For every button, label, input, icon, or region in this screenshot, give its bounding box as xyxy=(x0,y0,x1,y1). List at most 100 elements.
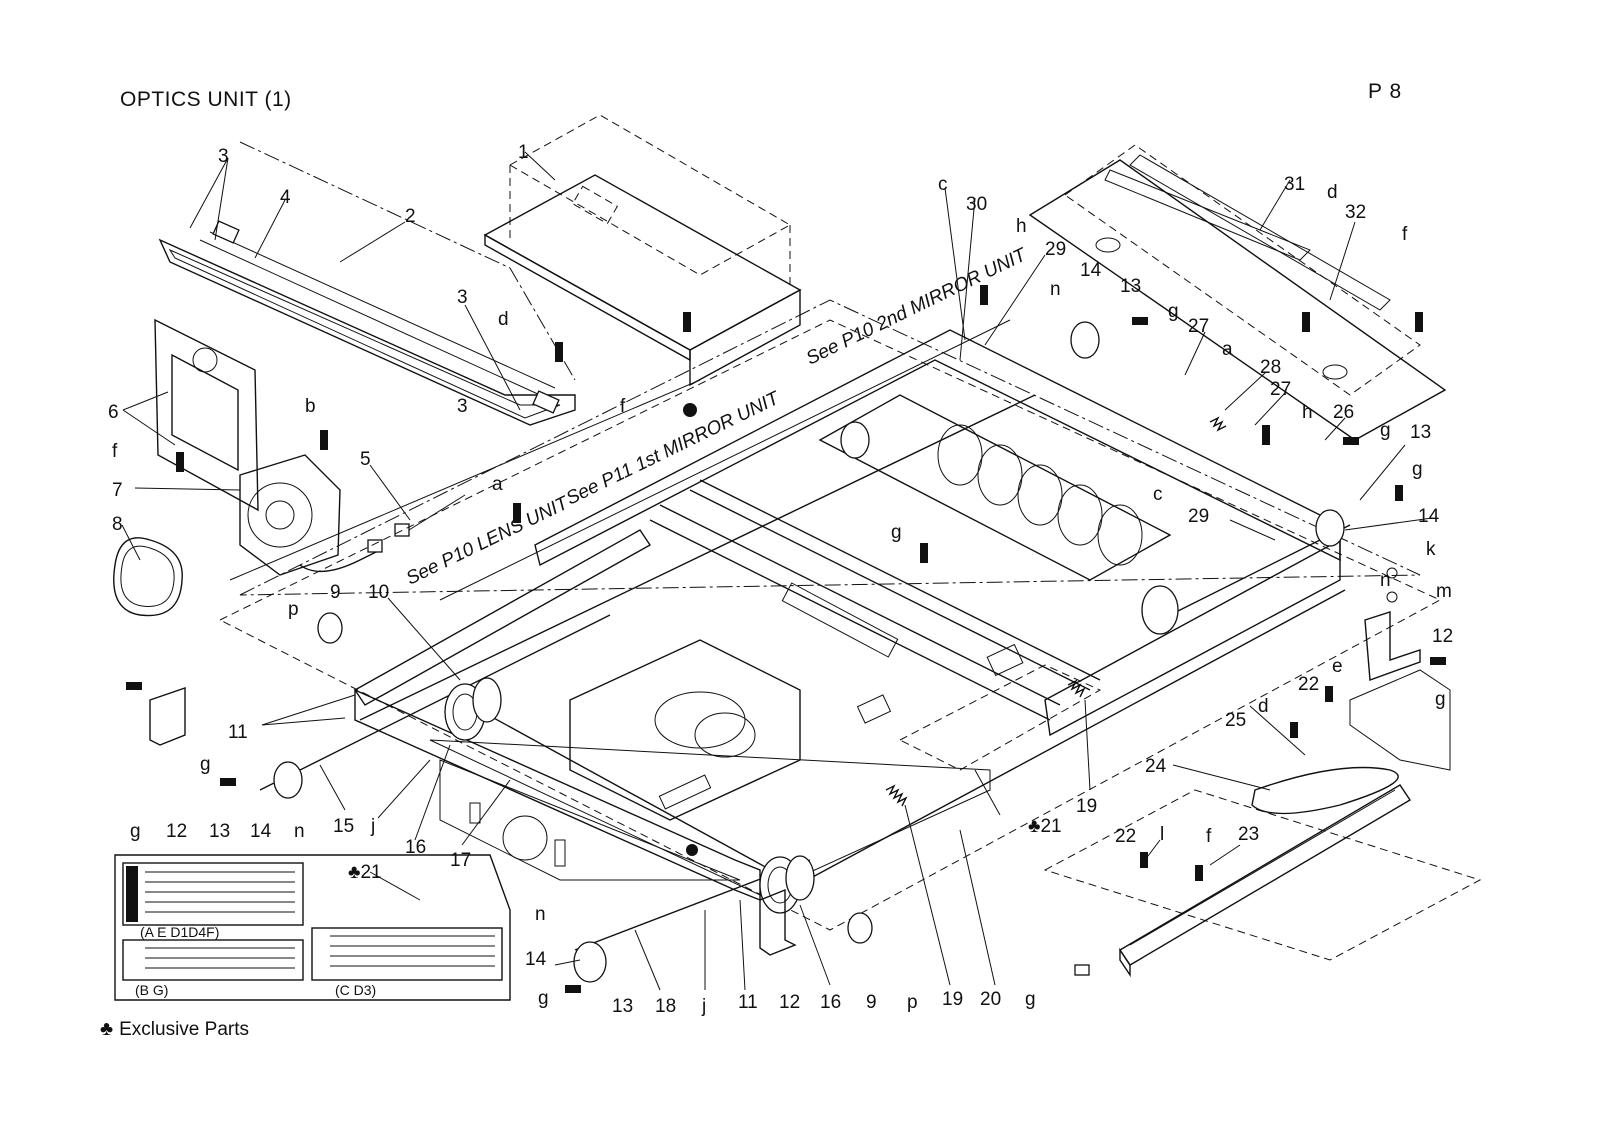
callout-31: 31 xyxy=(1284,174,1305,195)
callout-g: g xyxy=(1412,459,1423,480)
pulleys xyxy=(273,321,1345,983)
callout-g: g xyxy=(891,522,902,543)
callout-4: 4 xyxy=(280,187,291,208)
callout-f: f xyxy=(1206,826,1212,847)
callout-12: 12 xyxy=(166,821,187,842)
callout-g: g xyxy=(130,821,141,842)
callout-14: 14 xyxy=(1080,260,1102,281)
callout-8: 8 xyxy=(112,514,123,535)
callout-d: d xyxy=(498,309,509,330)
callout-16: 16 xyxy=(820,992,841,1013)
callout-3: 3 xyxy=(218,146,229,167)
callout-22: 22 xyxy=(1115,826,1136,847)
callout-h: h xyxy=(1016,216,1027,237)
callout-24: 24 xyxy=(1145,756,1167,777)
callout-c: c xyxy=(938,174,948,195)
callout-n: n xyxy=(1050,279,1061,300)
tray-24 xyxy=(1251,766,1399,815)
callout-f: f xyxy=(1402,224,1408,245)
lamp-rail-assembly xyxy=(158,141,576,426)
callout-e: e xyxy=(1332,656,1343,677)
callout-13: 13 xyxy=(209,821,230,842)
callout-d: d xyxy=(1258,696,1269,717)
callout-30: 30 xyxy=(966,194,987,215)
callout-c: c xyxy=(1153,484,1163,505)
callout-11: 11 xyxy=(228,722,248,743)
callout-m: m xyxy=(1436,581,1452,602)
callout-21: ♣21 xyxy=(1028,816,1062,837)
callout-f: f xyxy=(620,396,626,417)
callout-3: 3 xyxy=(457,287,468,308)
callout-a: a xyxy=(492,474,503,495)
leader-lines xyxy=(121,151,1433,991)
callout-14: 14 xyxy=(1418,506,1440,527)
callout-12: 12 xyxy=(1432,626,1453,647)
legend: ♣Exclusive Parts xyxy=(100,1018,249,1041)
callout-g: g xyxy=(1168,301,1179,322)
brackets xyxy=(149,611,1451,956)
callout-13: 13 xyxy=(1410,422,1431,443)
callout-j: j xyxy=(370,816,375,837)
mirror-rollers xyxy=(937,424,1143,566)
legend-label: Exclusive Parts xyxy=(119,1019,249,1040)
callout-7: 7 xyxy=(112,480,123,501)
page-title: OPTICS UNIT (1) xyxy=(120,88,292,111)
callout-5: 5 xyxy=(360,449,371,470)
callout-g: g xyxy=(538,988,549,1009)
callout-d: d xyxy=(1327,182,1338,203)
callout-9: 9 xyxy=(330,582,341,603)
callout-10: 10 xyxy=(368,582,389,603)
callout-27: 27 xyxy=(1188,316,1209,337)
callout-22: 22 xyxy=(1298,674,1319,695)
callout-a: a xyxy=(1222,339,1233,360)
callout-29: 29 xyxy=(1188,506,1209,527)
label-variant-top: (A E D1D4F) xyxy=(140,924,219,940)
fasteners xyxy=(126,285,1446,993)
callout-19: 19 xyxy=(942,989,963,1010)
top-cover-31-32 xyxy=(1028,144,1447,441)
note-2nd-mirror: See P10 2nd MIRROR UNIT xyxy=(803,244,1031,369)
callout-26: 26 xyxy=(1333,402,1354,423)
callout-6: 6 xyxy=(108,402,119,423)
top-cover-1 xyxy=(483,114,802,417)
cooling-fan xyxy=(239,454,466,576)
label-variant-left: (B G) xyxy=(135,982,168,998)
callout-17: 17 xyxy=(450,850,471,871)
callout-g: g xyxy=(200,754,211,775)
callout-20: 20 xyxy=(980,989,1001,1010)
note-lens-unit: See P10 LENS UNIT xyxy=(403,492,573,589)
callout-b: b xyxy=(305,396,316,417)
callout-l: l xyxy=(1160,824,1164,845)
note-1st-mirror: See P11 1st MIRROR UNIT xyxy=(563,387,784,509)
callout-11: 11 xyxy=(738,992,758,1013)
callout-n: n xyxy=(535,904,546,925)
callout-g: g xyxy=(1435,689,1446,710)
callout-h: h xyxy=(1302,402,1313,423)
callout-g: g xyxy=(1380,420,1391,441)
callout-9: 9 xyxy=(866,992,877,1013)
rail-23 xyxy=(1074,784,1411,978)
callout-13: 13 xyxy=(612,996,633,1017)
cover-panel-6 xyxy=(154,318,259,512)
callout-25: 25 xyxy=(1225,710,1246,731)
callout-15: 15 xyxy=(333,816,354,837)
callout-14: 14 xyxy=(250,821,272,842)
callout-3: 3 xyxy=(457,396,468,417)
callout-13: 13 xyxy=(1120,276,1141,297)
belt-8 xyxy=(113,537,183,617)
callout-n: n xyxy=(1380,570,1391,591)
callout-p: p xyxy=(288,599,299,620)
tray-envelope xyxy=(1043,789,1482,961)
label-panel: (A E D1D4F) (B G) (C D3) xyxy=(114,854,511,1001)
callout-18: 18 xyxy=(655,996,676,1017)
callout-23: 23 xyxy=(1238,824,1259,845)
callout-27: 27 xyxy=(1270,379,1291,400)
callouts: 3 4 2 3 1 d b 5 6 f 7 8 f a p 9 10 11 g … xyxy=(108,142,1453,1017)
callout-1: 1 xyxy=(518,142,529,163)
callout-2: 2 xyxy=(405,206,416,227)
page-number: P 8 xyxy=(1368,80,1403,103)
callout-f: f xyxy=(112,441,118,462)
callout-28: 28 xyxy=(1260,357,1281,378)
callout-16: 16 xyxy=(405,837,426,858)
callout-g: g xyxy=(1025,989,1036,1010)
